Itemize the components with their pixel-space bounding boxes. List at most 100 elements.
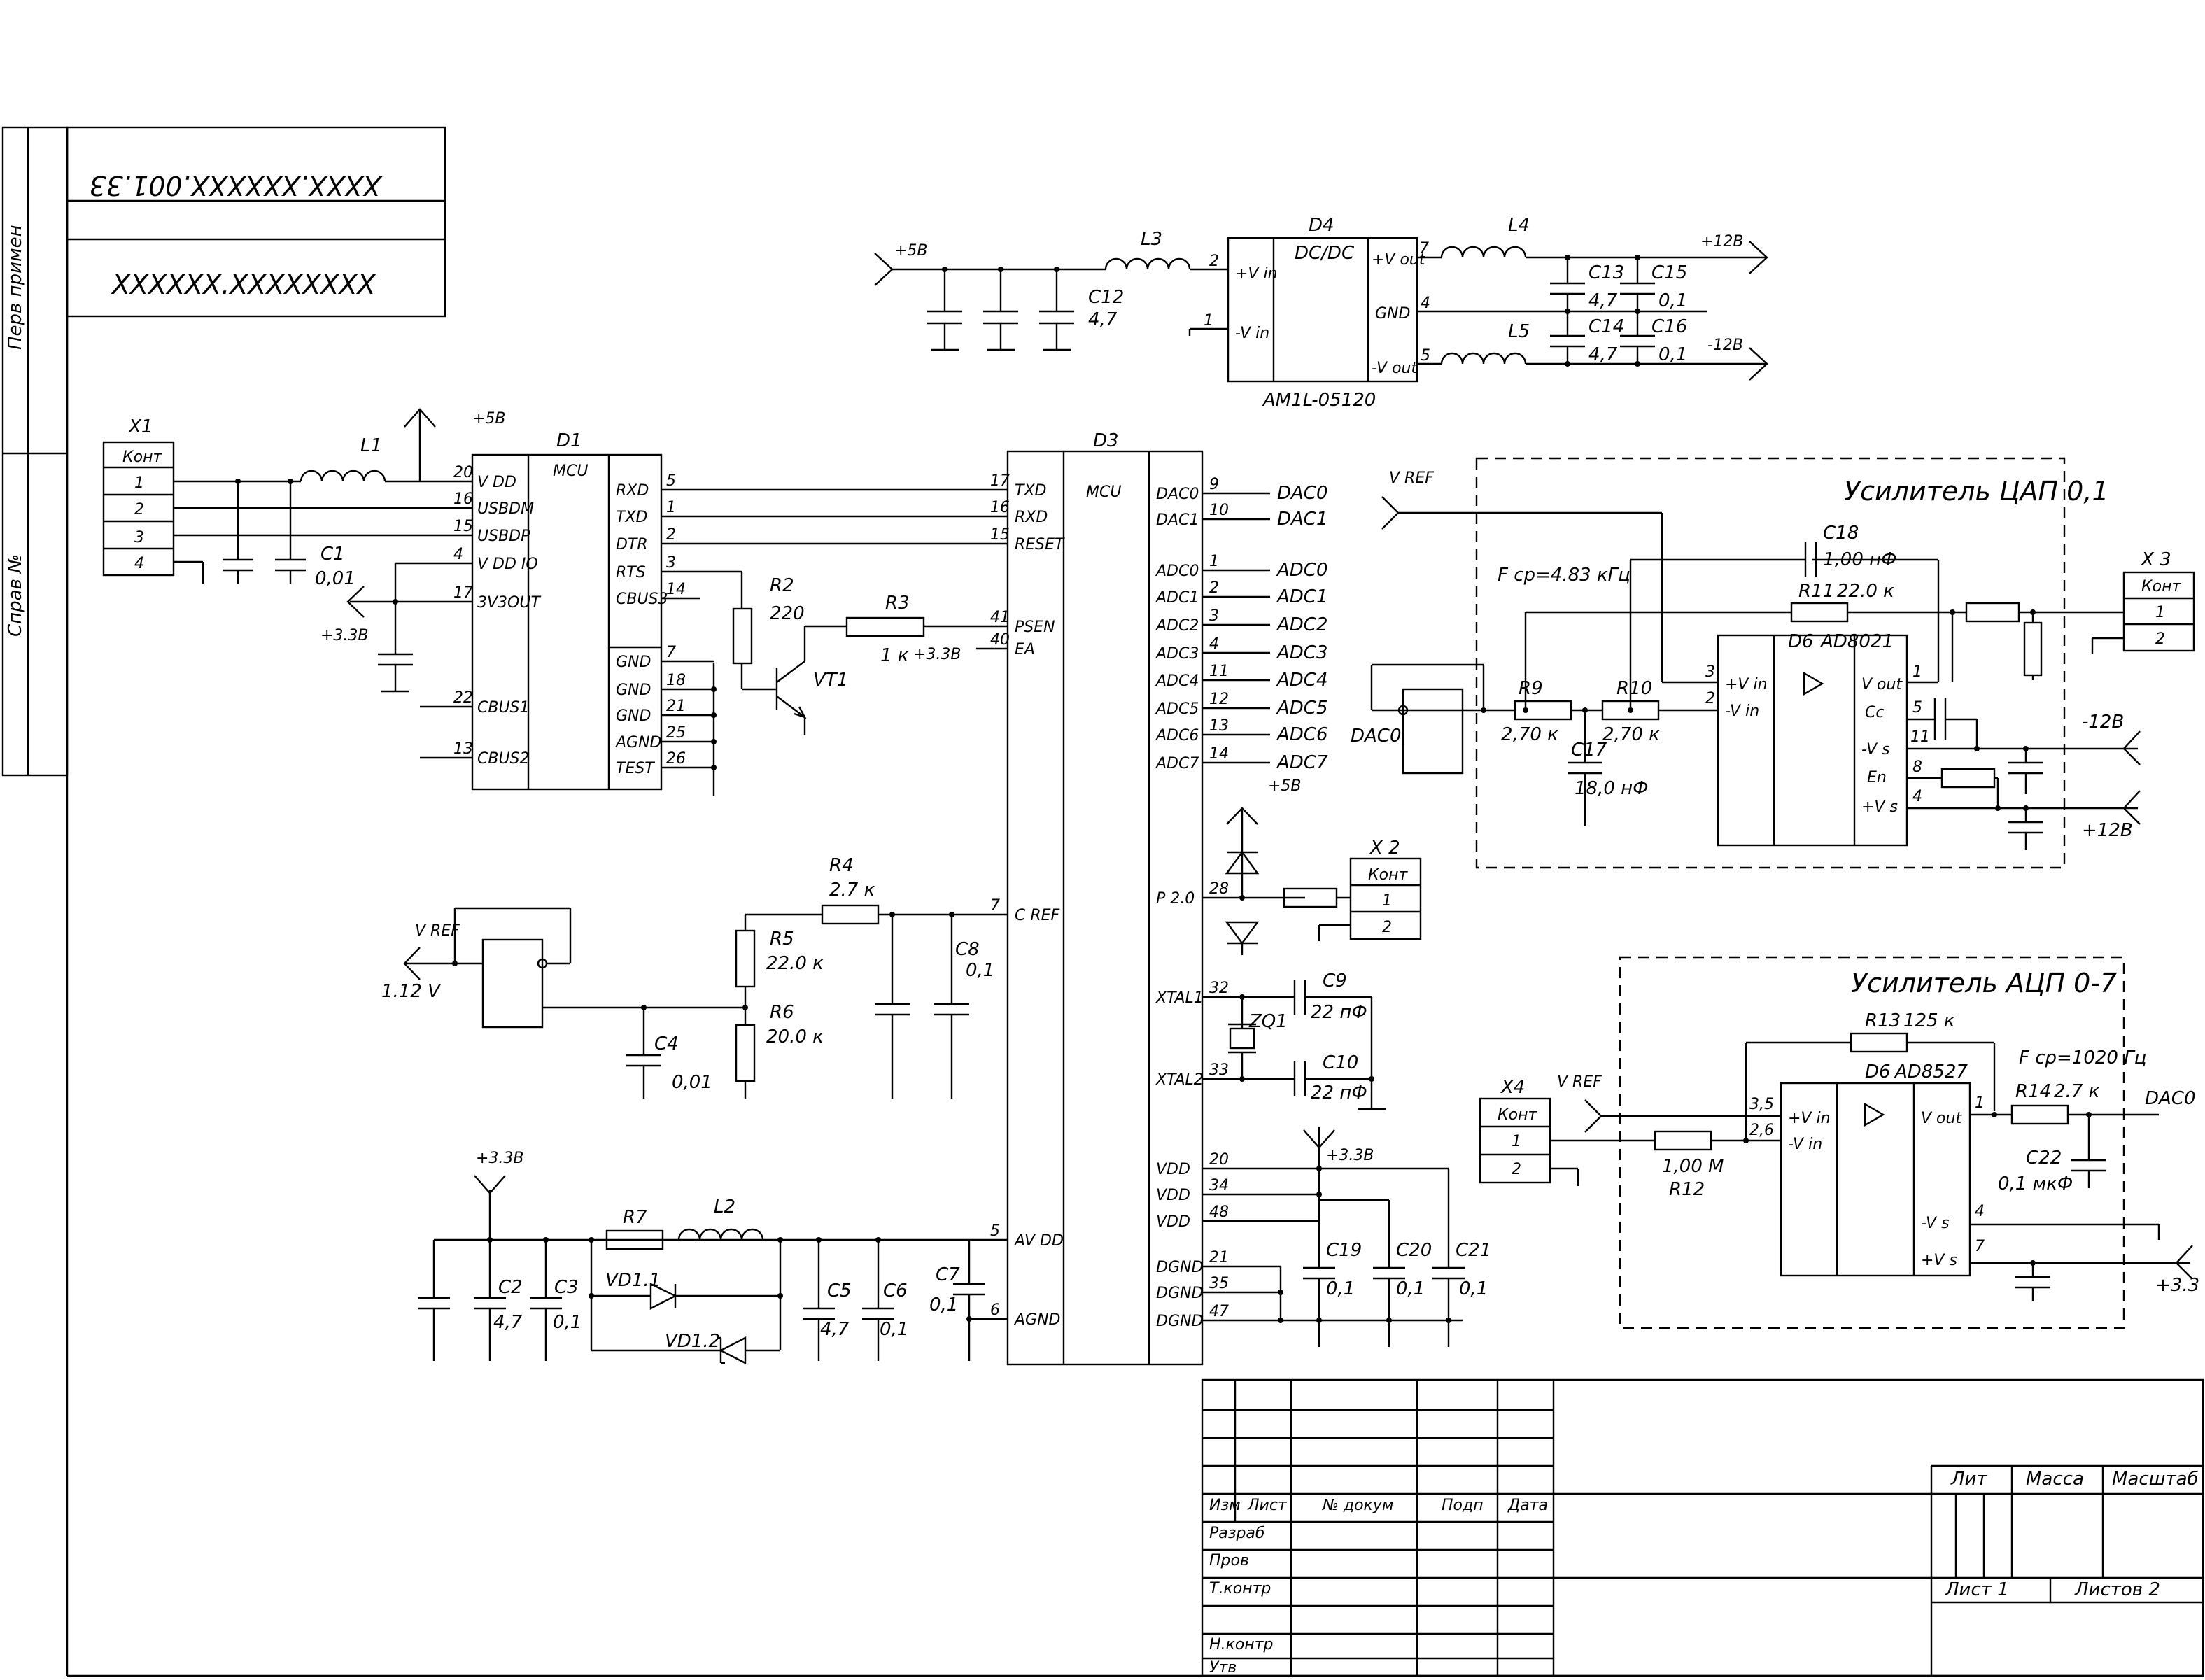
d3-pin-num: 32	[1209, 980, 1229, 997]
d4-pin-name: -V in	[1235, 325, 1269, 342]
side-perv-primen: Перв примен	[5, 225, 26, 350]
d3-pin-num: 16	[990, 499, 1010, 516]
d4-model: AM1L-05120	[1262, 390, 1376, 411]
r5-resistor	[735, 929, 756, 988]
d1-pin-num: 25	[666, 724, 686, 742]
d6b-pin-name: +V in	[1788, 1110, 1831, 1127]
c15-val: 0,1	[1658, 290, 1687, 311]
adc-amp-vref: V REF	[1557, 1073, 1602, 1091]
net-p33v-r3: +3.3В	[913, 646, 961, 663]
adc-amp-dac0: DAC0	[2145, 1088, 2196, 1109]
d6b-pin-num: 7	[1975, 1238, 1985, 1255]
d1-pin-num: 3	[666, 554, 676, 572]
d3-pin-name: DGND	[1156, 1285, 1203, 1302]
side-doc-code-mirrored: XXXX.XXXXXX.001.33	[90, 170, 383, 201]
c16-ref: C16	[1651, 316, 1687, 337]
vt1-transistor	[775, 626, 807, 735]
d3-pin-name: XTAL1	[1155, 989, 1204, 1007]
d3-pin-name: RXD	[1015, 509, 1048, 526]
c19-ref: C19	[1326, 1240, 1362, 1261]
d3-pin-name: XTAL2	[1155, 1071, 1204, 1089]
vdd-decoupling: +3.3В C19 0,1 C20 0,1 C21 0,1	[1202, 1127, 1491, 1347]
c6-val: 0,1	[880, 1319, 908, 1340]
adc-amp-title: Усилитель АЦП 0-7	[1851, 968, 2117, 998]
r4-resistor	[821, 904, 880, 925]
c4-val: 0,01	[672, 1072, 712, 1093]
vt1-ref: VT1	[813, 670, 848, 691]
c16-val: 0,1	[1658, 344, 1687, 365]
x3-ref: X 3	[2140, 549, 2171, 570]
d6b-pin-name: -V in	[1788, 1136, 1822, 1153]
tb-lit: Лит	[1950, 1469, 1987, 1490]
x2-hdr: Конт	[1368, 866, 1408, 884]
c21-ref: C21	[1456, 1240, 1491, 1261]
r7-resistor	[605, 1229, 664, 1250]
d3-pin-num: 2	[1209, 579, 1219, 597]
dac-amp-title: Усилитель ЦАП 0,1	[1844, 476, 2109, 507]
r12-resistor	[1654, 1130, 1712, 1151]
d4-pin-name: GND	[1375, 305, 1410, 323]
tb-izm: Изм	[1209, 1497, 1241, 1514]
l2-ref: L2	[714, 1197, 735, 1217]
r13-ref: R13	[1865, 1010, 1901, 1031]
d3-pin-name: PSEN	[1015, 619, 1055, 636]
dac0-buffer	[1402, 688, 1464, 775]
r4-ref: R4	[829, 855, 854, 876]
d3-pin-name: DAC0	[1156, 486, 1199, 503]
net-p5v-top: +5В	[894, 242, 928, 260]
adc-amp-p33v: +3.3 В	[2155, 1275, 2205, 1296]
dac-amp-m12v: -12В	[2082, 712, 2124, 733]
r12-ref: R12	[1669, 1179, 1705, 1200]
d3-pin-num: 48	[1209, 1203, 1229, 1221]
d3-net-label: ADC4	[1276, 670, 1328, 691]
r12-val: 1,00 M	[1662, 1156, 1724, 1177]
d6a-pin-num: 2	[1705, 690, 1715, 707]
d3-net-label: ADC7	[1276, 752, 1328, 773]
d3-pin-name: DGND	[1156, 1259, 1203, 1276]
d6a-pin-name: +V in	[1725, 676, 1768, 693]
d1-pin-name: RXD	[616, 482, 649, 500]
d3-pin-name: RESET	[1015, 536, 1065, 553]
r14-ref: R14	[2015, 1081, 2051, 1102]
vref-divider: R4 2.7 к R5 22.0 к R6 20.0 к C8 0,1 C4 0…	[381, 855, 1008, 1099]
d3-pin-name: VDD	[1156, 1161, 1190, 1178]
c8-val: 0,1	[966, 960, 994, 981]
adc-amplifier: Усилитель АЦП 0-7 F ср=1020 Гц X4 Конт 1…	[1479, 956, 2205, 1329]
c20-ref: C20	[1396, 1240, 1432, 1261]
c4-ref: C4	[654, 1033, 679, 1054]
d3-net-label: ADC6	[1276, 724, 1328, 745]
c20-val: 0,1	[1396, 1278, 1425, 1299]
vref-left: V REF	[415, 922, 460, 940]
d3-pin-num: 17	[990, 472, 1010, 490]
tb-razrab: Разраб	[1209, 1525, 1264, 1542]
x1-pin: 2	[134, 501, 144, 518]
d3-pin-name: ADC4	[1155, 672, 1199, 690]
x1-pin: 3	[134, 529, 144, 546]
d3-net-label: ADC2	[1276, 614, 1328, 635]
drawing-frame	[66, 127, 2204, 1677]
d4-title: DC/DC	[1295, 243, 1355, 264]
v112: 1.12 V	[381, 981, 442, 1002]
r13-resistor	[1850, 1032, 1908, 1053]
d6-ad8021	[1717, 634, 1908, 847]
d3-pin-num: 34	[1209, 1177, 1229, 1194]
d6a-pin-name: En	[1867, 769, 1887, 786]
d6a-pin-num: 3	[1705, 663, 1715, 681]
d6b-pin-name: +V s	[1921, 1252, 1957, 1269]
r9-val: 2,70 к	[1501, 724, 1558, 745]
d6-ad8527	[1780, 1082, 1971, 1277]
dac-amplifier: Усилитель ЦАП 0,1 F ср=4.83 кГц V REF D6…	[1351, 457, 2195, 869]
vref-buffer	[481, 938, 544, 1029]
d4-ref: D4	[1309, 215, 1334, 236]
d3-pin-num: 15	[990, 526, 1010, 544]
net-p5v-left: +5В	[472, 410, 506, 428]
dac-amp-p12v: +12В	[2082, 820, 2133, 841]
d4-dcdc	[1227, 237, 1418, 383]
x4-hdr: Конт	[1498, 1106, 1537, 1124]
title-block: Изм Лист № докум Подп Дата Разраб Пров Т…	[1201, 1378, 2204, 1677]
d6a-pin-name: Cc	[1865, 704, 1884, 721]
d1-pin-num: 1	[666, 499, 676, 516]
d1-d3-lines: R2 220 VT1 R3 1 к +3.3В	[661, 488, 1008, 735]
x1-pin: 1	[134, 474, 144, 492]
x2-ref: X 2	[1369, 838, 1400, 859]
